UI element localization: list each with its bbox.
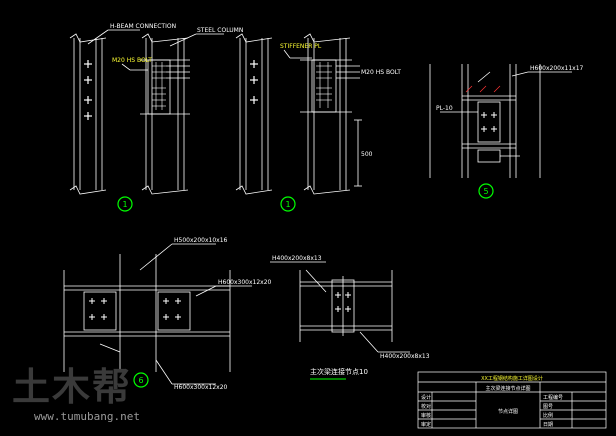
watermark-logo-text: 土木帮 — [12, 365, 132, 409]
label-bl-right: H600x300x12x20 — [218, 279, 272, 286]
detail-view-3 — [429, 64, 572, 178]
detail-view-1a — [69, 29, 140, 195]
detail-view-4 — [63, 243, 252, 385]
tb-row-right-1: 图号 — [543, 404, 553, 410]
label-tr-top: STIFFENER PL — [280, 43, 322, 50]
title-block-drawing-name: 节点详图 — [498, 408, 518, 415]
title-block-subtitle: 主次梁连接节点详图 — [485, 385, 530, 392]
label-bc-bottom: H400x200x8x13 — [380, 353, 430, 360]
svg-text:5: 5 — [483, 187, 488, 196]
label-dim: 500 — [361, 151, 373, 158]
label-bl-bottom: H600x300x12x20 — [174, 384, 228, 391]
detail-view-2a — [235, 33, 273, 195]
callout-1a: 1 — [117, 196, 133, 212]
detail-caption: 主次梁连接节点10 — [310, 367, 368, 376]
detail-view-1b — [121, 33, 224, 195]
detail-view-2b — [283, 33, 362, 195]
label-tl-top-left: H-BEAM CONNECTION — [110, 23, 176, 30]
label-right-top: H600x200x11x17 — [530, 65, 584, 72]
watermark-url: www.tumubang.net — [34, 410, 140, 423]
tb-row-right-2: 比例 — [543, 412, 553, 419]
label-bc-top: H400x200x8x13 — [272, 255, 322, 262]
title-block — [417, 371, 607, 429]
label-tl-side: M20 HS BOLT — [112, 57, 152, 64]
title-block-project: XX工程钢结构施工详图设计 — [481, 375, 543, 382]
label-right-side: PL-10 — [436, 105, 453, 112]
label-tl-top-right: STEEL COLUMN — [197, 27, 243, 34]
callout-5: 5 — [478, 183, 494, 199]
detail-view-5 — [270, 261, 410, 353]
tb-row-left-1: 校对 — [421, 403, 431, 410]
label-bl-top: H500x200x10x16 — [174, 237, 228, 244]
callout-6: 6 — [133, 372, 149, 388]
hatch-right — [465, 85, 501, 93]
svg-text:6: 6 — [138, 376, 143, 385]
label-tr-side: M20 HS BOLT — [361, 69, 401, 76]
tb-row-left-0: 设计 — [421, 394, 431, 401]
tb-row-left-2: 审核 — [421, 412, 431, 419]
callout-1b: 1 — [280, 196, 296, 212]
tb-row-right-0: 工程编号 — [543, 394, 563, 401]
tb-row-right-3: 日期 — [543, 422, 553, 428]
svg-text:1: 1 — [285, 200, 290, 209]
tb-row-left-3: 审定 — [421, 421, 431, 428]
svg-text:1: 1 — [122, 200, 127, 209]
